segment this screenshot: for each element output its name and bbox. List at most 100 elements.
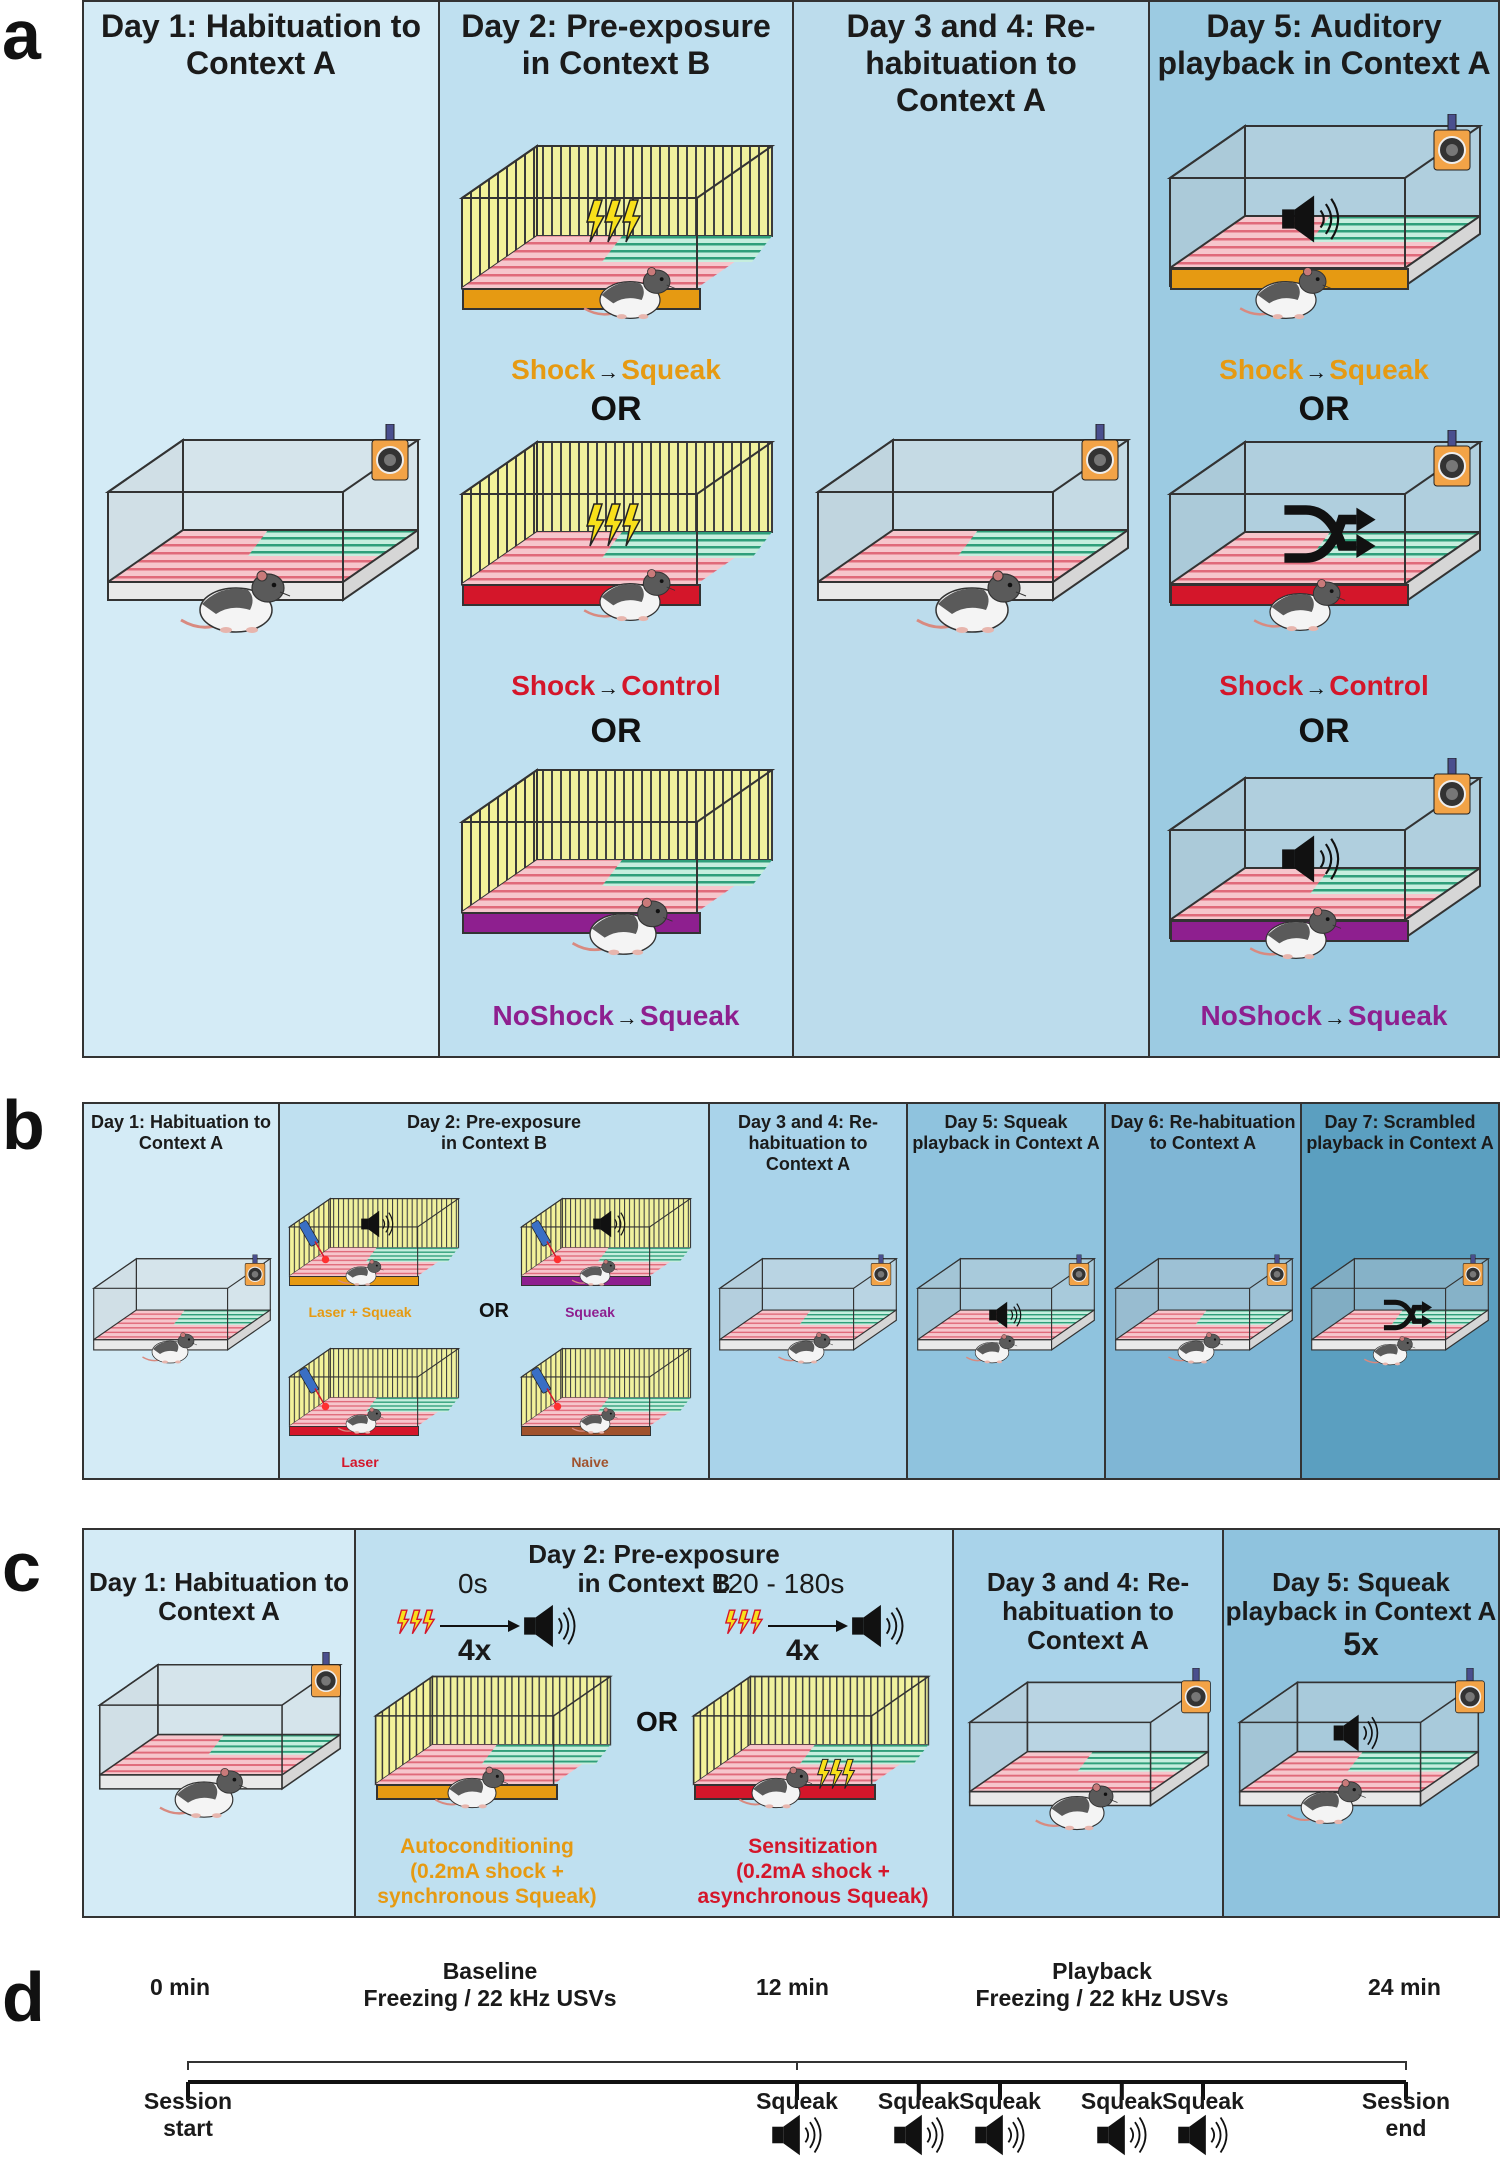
rat-icon [570, 1254, 620, 1288]
rat-icon [912, 558, 1032, 638]
speaker-icon [988, 1300, 1024, 1330]
rat-icon [1166, 1326, 1226, 1366]
panel-a-letter: a [2, 0, 41, 74]
panel-b-day2: Day 2: Pre-exposure in Context B Laser +… [280, 1104, 710, 1478]
speaker-icon [1332, 1712, 1382, 1754]
rat-icon [964, 1328, 1020, 1366]
shock-icon [582, 198, 642, 244]
panel-b-day34-title: Day 3 and 4: Re- habituation to Context … [737, 1112, 879, 1174]
shock-icon [582, 502, 642, 548]
laser-icon [532, 1366, 562, 1411]
or-label: OR [590, 390, 642, 428]
speaker-icon [592, 1209, 628, 1239]
wall-speaker-icon [1432, 758, 1472, 818]
speaker-icon [1094, 2112, 1152, 2158]
panel-a-day2: Day 2: Pre-exposure in Context B Shock→S… [440, 2, 794, 1056]
delay-async: 120 - 180s [712, 1568, 845, 1599]
rat-icon [1246, 896, 1346, 964]
time-mid: 12 min [756, 1974, 829, 2000]
group-naive: Naive [571, 1454, 609, 1470]
rat-icon [156, 1758, 252, 1822]
scramble-icon [1382, 1296, 1434, 1334]
cond-shock-control: Shock→Control [511, 670, 721, 701]
playback-bracket [796, 2061, 1407, 2070]
playback-label: Playback Freezing / 22 kHz USVs [975, 1958, 1229, 2011]
rat-icon [1362, 1330, 1418, 1368]
repeat-4x: 4x [786, 1634, 820, 1667]
panel-c-day34: Day 3 and 4: Re- habituation to Context … [954, 1530, 1224, 1916]
session-end: Session end [1361, 2088, 1451, 2141]
cond-noshock-squeak: NoShock→Squeak [492, 1000, 740, 1031]
or-label: OR [590, 712, 642, 750]
panel-b-day34: Day 3 and 4: Re- habituation to Context … [710, 1104, 908, 1478]
panel-a: Day 1: Habituation to Context A Day 2: P… [82, 0, 1500, 1058]
panel-b-day6: Day 6: Re-habituation to Context A [1106, 1104, 1302, 1478]
wall-speaker-icon [1068, 1254, 1090, 1288]
panel-b-day1: Day 1: Habituation to Context A [84, 1104, 280, 1478]
panel-b-day6-title: Day 6: Re-habituation to Context A [1110, 1112, 1296, 1153]
laser-icon [300, 1219, 330, 1264]
rat-icon [736, 1758, 816, 1812]
laser-icon [300, 1366, 330, 1411]
speaker-icon [1175, 2112, 1233, 2158]
baseline-label: Baseline Freezing / 22 kHz USVs [363, 1958, 617, 2011]
group-laser: Laser [341, 1454, 379, 1470]
sensitization-label: Sensitization (0.2mA shock + asynchronou… [697, 1835, 929, 1908]
time-start: 0 min [150, 1974, 211, 2000]
panel-a-day34-title: Day 3 and 4: Re- habituation to Context … [846, 8, 1096, 118]
panel-c-day5: Day 5: Squeak playback in Context A 5x [1224, 1530, 1498, 1916]
speaker-icon [1280, 192, 1344, 246]
rat-icon [336, 1402, 386, 1436]
wall-speaker-icon [1454, 1668, 1486, 1716]
autoconditioning-label: Autoconditioning (0.2mA shock + synchron… [377, 1835, 597, 1908]
wall-speaker-icon [1432, 430, 1472, 490]
rat-icon [580, 256, 680, 324]
panel-a-day1: Day 1: Habituation to Context A [84, 2, 440, 1056]
panel-d: 0 min 12 min 24 min Baseline Freezing / … [0, 1950, 1500, 2156]
panel-c-day2: Day 2: Pre-exposure in Context B 0s 4x A… [356, 1530, 954, 1916]
rat-icon [1284, 1770, 1370, 1828]
squeak-label: Squeak [959, 2088, 1041, 2114]
cond-shock-squeak: Shock→Squeak [511, 354, 721, 385]
cond-shock-control: Shock→Control [1219, 670, 1429, 701]
cond-shock-squeak: Shock→Squeak [1219, 354, 1429, 385]
group-laser-squeak: Laser + Squeak [308, 1304, 412, 1320]
panel-b-day2-title: Day 2: Pre-exposure in Context B [406, 1112, 582, 1153]
panel-d-letter: d [2, 1958, 45, 2036]
speaker-icon [522, 1602, 580, 1650]
laser-icon [532, 1219, 562, 1264]
rat-icon [568, 886, 678, 960]
repeat-5x: 5x [1343, 1626, 1379, 1662]
wall-speaker-icon [1080, 424, 1120, 484]
rat-icon [570, 1402, 620, 1436]
panel-b: Day 1: Habituation to Context A Day 2: P… [82, 1102, 1500, 1480]
wall-speaker-icon [310, 1652, 342, 1700]
arrow-icon [768, 1620, 848, 1632]
shock-icon [814, 1758, 856, 1790]
wall-speaker-icon [1266, 1254, 1288, 1288]
panel-b-letter: b [2, 1086, 45, 1164]
panel-a-day2-title: Day 2: Pre-exposure in Context B [461, 8, 771, 81]
speaker-icon [891, 2112, 949, 2158]
rat-icon [580, 558, 680, 626]
rat-icon [1250, 568, 1350, 636]
panel-c: Day 1: Habituation to Context A Day 2: P… [82, 1528, 1500, 1918]
panel-b-day5: Day 5: Squeak playback in Context A [908, 1104, 1106, 1478]
panel-b-day1-title: Day 1: Habituation to Context A [90, 1112, 271, 1153]
shock-icon [396, 1608, 436, 1636]
scramble-icon [1280, 498, 1380, 570]
panel-c-letter: c [2, 1528, 41, 1606]
panel-c-day1-title: Day 1: Habituation to Context A [88, 1567, 349, 1626]
rat-icon [1236, 256, 1336, 324]
rat-icon [140, 1326, 200, 1366]
panel-a-day1-title: Day 1: Habituation to Context A [100, 8, 421, 81]
baseline-bracket [187, 2061, 798, 2070]
wall-speaker-icon [244, 1254, 266, 1288]
rat-icon [776, 1326, 836, 1366]
or-label: OR [1298, 712, 1350, 750]
rat-icon [176, 558, 296, 638]
repeat-4x: 4x [458, 1634, 492, 1667]
time-end: 24 min [1368, 1974, 1441, 2000]
wall-speaker-icon [870, 1254, 892, 1288]
squeak-label: Squeak [1162, 2088, 1244, 2114]
